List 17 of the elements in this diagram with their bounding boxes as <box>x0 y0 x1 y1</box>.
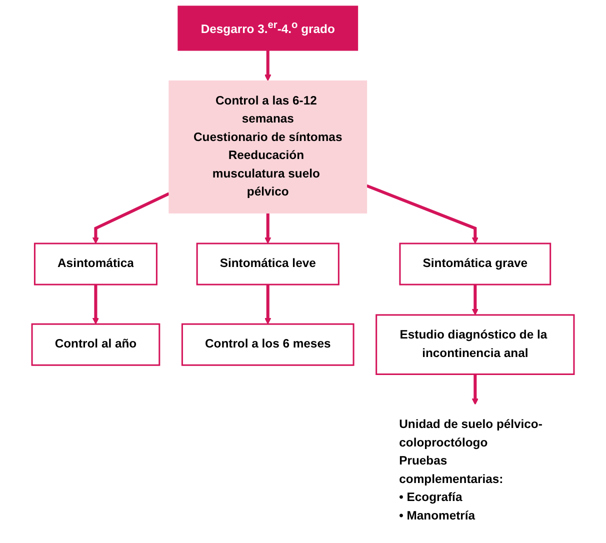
node-box: Sintomática leve <box>196 242 340 286</box>
node-box: Control a las 6-12 semanas Cuestionario de síntomas Reeducación musculatura suelo pélvico <box>168 80 368 214</box>
arrow <box>366 184 478 244</box>
node-box: Asintomática <box>34 242 158 286</box>
node-text: Unidad de suelo pélvico- coloproctólogo Pruebas complementarias: • Ecografía • Manometría <box>399 418 542 522</box>
arrow <box>92 284 100 324</box>
node-box: Control a los 6 meses <box>181 323 354 366</box>
node-box: Estudio diagnóstico de la incontinencia anal <box>376 314 575 375</box>
arrow <box>264 284 272 324</box>
arrow <box>264 50 272 82</box>
arrow <box>264 213 272 244</box>
node-box: Desgarro 3.$^{er}$-4.$^{o}$ grado <box>178 6 358 51</box>
arrow <box>472 374 478 405</box>
arrow <box>472 284 478 316</box>
node-box: Control al año <box>31 323 160 366</box>
arrow <box>92 192 170 244</box>
node-box: Sintomática grave <box>399 242 552 286</box>
